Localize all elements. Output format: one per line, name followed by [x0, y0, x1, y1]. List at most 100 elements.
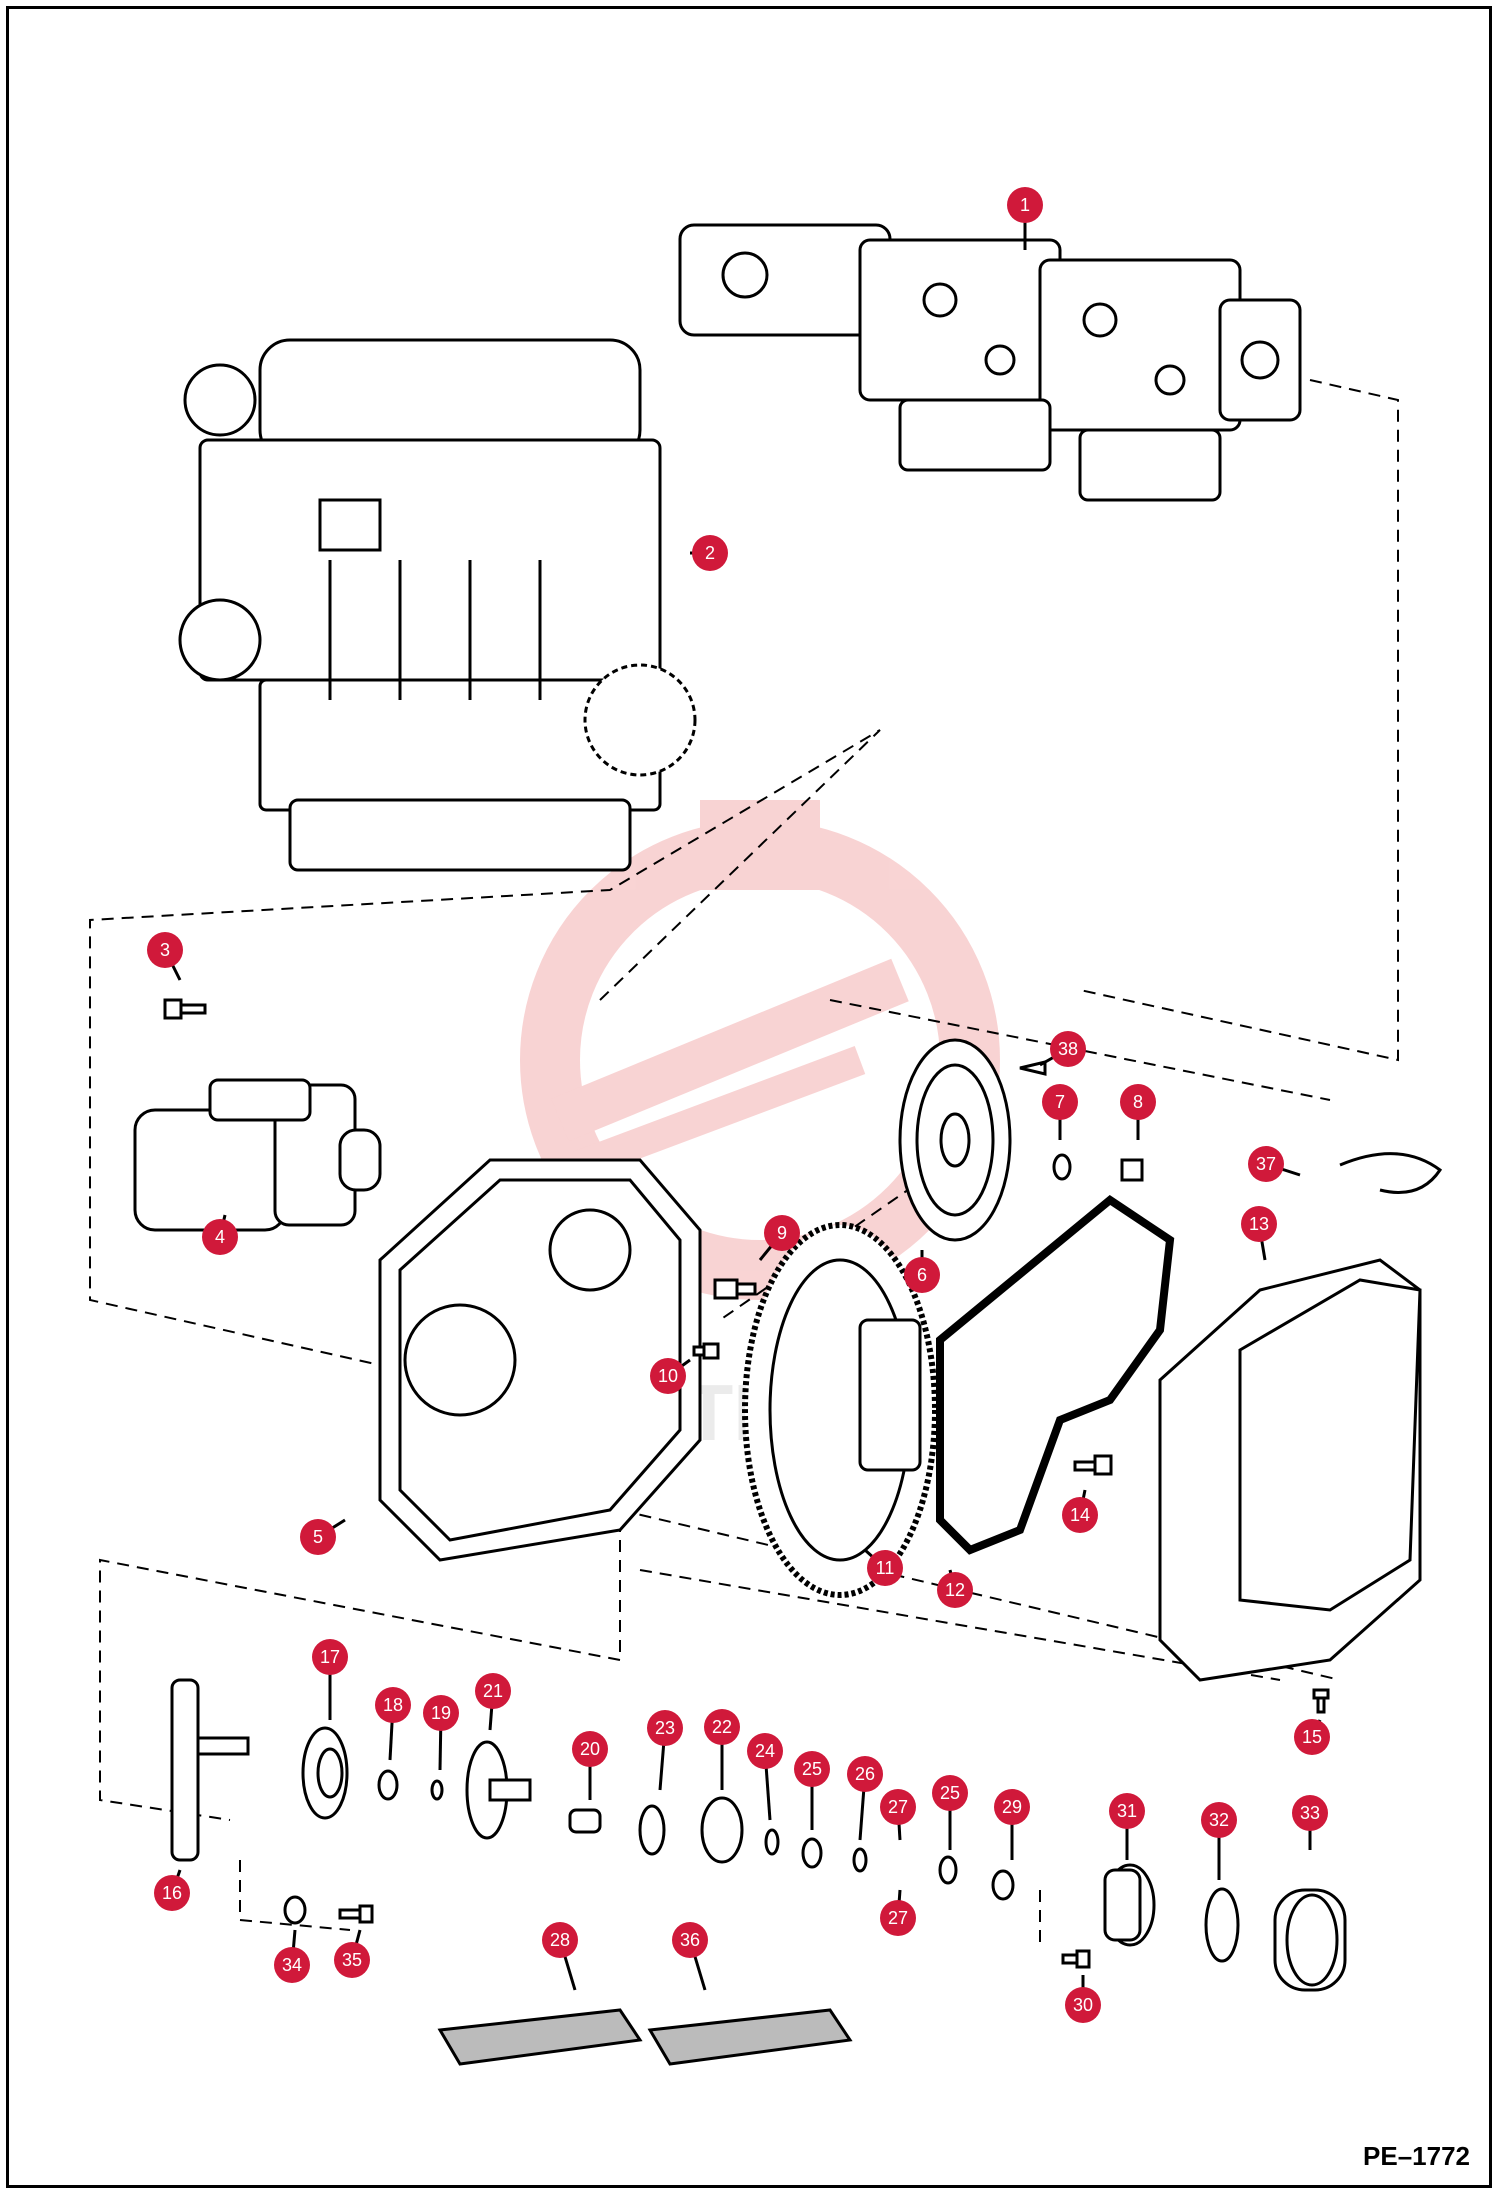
- callout-number: 8: [1133, 1092, 1143, 1112]
- callout-number: 32: [1209, 1810, 1229, 1830]
- callout-number: 31: [1117, 1801, 1137, 1821]
- callout-number: 12: [945, 1580, 965, 1600]
- callout-circle: [704, 1709, 740, 1745]
- callout-badge-12: 12: [937, 1572, 973, 1608]
- callout-number: 37: [1256, 1154, 1276, 1174]
- starter-motor: [133, 1078, 382, 1232]
- callout-badge-23: 23: [647, 1710, 683, 1746]
- bolt-35: [338, 1904, 374, 1924]
- callout-number: 19: [431, 1703, 451, 1723]
- callout-circle: [572, 1731, 608, 1767]
- callout-number: 27: [888, 1797, 908, 1817]
- bolt-30: [1061, 1949, 1091, 1969]
- callout-badge-2: 2: [692, 535, 728, 571]
- callout-number: 2: [705, 543, 715, 563]
- callout-circle: [475, 1673, 511, 1709]
- callout-badge-13: 13: [1241, 1206, 1277, 1242]
- washer-25b: [938, 1855, 958, 1885]
- callout-circle: [154, 1875, 190, 1911]
- drive-belt: [936, 1195, 1175, 1555]
- callout-badge-4: 4: [202, 1219, 238, 1255]
- callout-badge-14: 14: [1062, 1497, 1098, 1533]
- flywheel-housing: [378, 1158, 702, 1562]
- diagram-frame: [6, 6, 1492, 2188]
- callout-number: 25: [802, 1759, 822, 1779]
- callout-badge-30: 30: [1065, 1987, 1101, 2023]
- callout-number: 26: [855, 1764, 875, 1784]
- callout-badge-20: 20: [572, 1731, 608, 1767]
- callout-circle: [542, 1922, 578, 1958]
- bolt-15: [1312, 1688, 1330, 1714]
- retaining-clip-37: [1339, 1152, 1443, 1194]
- callout-badge-17: 17: [312, 1639, 348, 1675]
- callout-number: 1: [1020, 195, 1030, 215]
- callout-circle: [423, 1695, 459, 1731]
- bolt-14: [1073, 1454, 1113, 1476]
- seal-17: [301, 1726, 349, 1820]
- cap-31: [1103, 1863, 1156, 1947]
- callout-badge-33: 33: [1292, 1795, 1328, 1831]
- washer-7: [1052, 1153, 1072, 1181]
- shaft-bracket: [170, 1678, 250, 1862]
- callout-badge-1: 1: [1007, 187, 1043, 223]
- callout-number: 6: [917, 1265, 927, 1285]
- callout-number: 21: [483, 1681, 503, 1701]
- callout-circle: [794, 1751, 830, 1787]
- callout-number: 35: [342, 1950, 362, 1970]
- callout-circle: [202, 1219, 238, 1255]
- callout-number: 7: [1055, 1092, 1065, 1112]
- callout-number: 34: [282, 1955, 302, 1975]
- callout-number: 18: [383, 1695, 403, 1715]
- callout-circle: [847, 1756, 883, 1792]
- callout-circle: [880, 1789, 916, 1825]
- callout-badge-10: 10: [650, 1358, 686, 1394]
- callout-number: 15: [1302, 1727, 1322, 1747]
- callout-badge-26: 26: [847, 1756, 883, 1792]
- bolt-9: [713, 1278, 757, 1300]
- key-38: [1019, 1060, 1047, 1076]
- assembly-guide-lines: [89, 379, 1399, 1950]
- callout-badge-28: 28: [542, 1922, 578, 1958]
- callout-circle: [1241, 1206, 1277, 1242]
- callout-circle: [1201, 1802, 1237, 1838]
- belt-cover: [1158, 1258, 1422, 1682]
- callout-badge-21: 21: [475, 1673, 511, 1709]
- ring-26: [852, 1847, 868, 1873]
- callout-number: 10: [658, 1366, 678, 1386]
- callout-number: 16: [162, 1883, 182, 1903]
- callout-circle: [1109, 1793, 1145, 1829]
- bearing-22: [700, 1796, 744, 1864]
- spacer-20: [568, 1808, 602, 1834]
- callout-badge-18: 18: [375, 1687, 411, 1723]
- flywheel: [742, 1222, 938, 1598]
- callout-circle: [312, 1639, 348, 1675]
- callout-circle: [274, 1947, 310, 1983]
- hub-21: [465, 1740, 532, 1840]
- callout-badge-34: 34: [274, 1947, 310, 1983]
- callout-circle: [1042, 1084, 1078, 1120]
- callout-number: 20: [580, 1739, 600, 1759]
- callout-number: 13: [1249, 1214, 1269, 1234]
- callout-circle: [1294, 1719, 1330, 1755]
- callout-circle: [650, 1358, 686, 1394]
- bolt-10: [692, 1342, 720, 1360]
- callout-circle: [647, 1710, 683, 1746]
- callout-badge-7: 7: [1042, 1084, 1078, 1120]
- callout-number: 25: [940, 1783, 960, 1803]
- callout-number: 11: [876, 1558, 895, 1578]
- callout-number: 4: [215, 1227, 225, 1247]
- hydraulic-pump: [678, 223, 1302, 502]
- bearing-18: [377, 1769, 399, 1801]
- callout-number: 5: [313, 1527, 323, 1547]
- ring-19: [430, 1779, 444, 1801]
- callout-number: 29: [1002, 1797, 1022, 1817]
- engine-block: [178, 338, 697, 872]
- callout-circle: [1292, 1795, 1328, 1831]
- callout-badge-16: 16: [154, 1875, 190, 1911]
- callout-badge-32: 32: [1201, 1802, 1237, 1838]
- callout-badge-31: 31: [1109, 1793, 1145, 1829]
- washer-25: [801, 1837, 823, 1869]
- washer-23: [638, 1804, 666, 1856]
